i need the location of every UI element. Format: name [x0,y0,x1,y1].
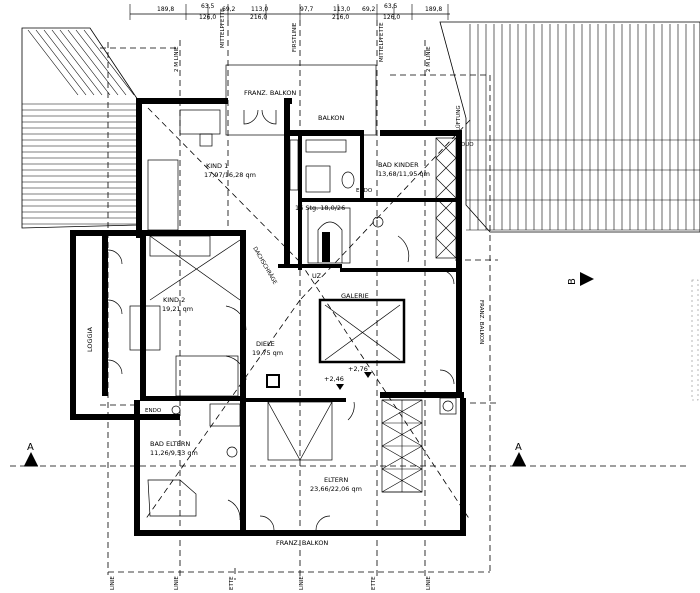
roof-left [21,27,139,229]
dim-sub-4: 126,0 [383,14,400,21]
label-franz-balkon-right: FRANZ. BALKON [478,300,484,344]
label-franz-balkon-top: FRANZ. BALKON [244,89,296,97]
roof-hatch-line [83,29,135,96]
label-endo-top: DUO [461,142,474,148]
dim-6: 113,0 [333,6,350,13]
label-bad-kinder: BAD KINDER [378,161,419,169]
roof-hatch-line [75,29,127,96]
margin-marks-right [691,279,699,401]
bottom-label-4: ETTE [371,576,377,590]
roof-hatch-line [43,29,95,96]
bottom-label-6: LINIE [174,576,180,590]
bottom-label-5: LINIE [426,576,432,590]
bottom-label-3: LINIE [299,576,305,590]
section-b-label: B [567,278,578,285]
label-kind2-area: 19,21 qm [162,305,193,313]
dim-3: 69,2 [222,6,236,13]
furniture [129,109,457,517]
roof-hatch-line [59,29,111,96]
label-elevation-2: +2,76 [348,365,368,373]
dim-sub-2: 216,0 [250,14,267,21]
label-bad-eltern-area: 11,26/9,53 qm [150,449,198,457]
level-marker-icon [336,384,344,390]
dim-4: 113,0 [251,6,268,13]
label-kind1-area: 17,97/16,28 qm [204,171,256,179]
label-franz-balkon-bottom: FRANZ. BALKON [276,539,328,547]
roof-hatch-line [67,29,119,96]
roof-hatch-line [35,29,87,96]
label-kind2: KIND 2 [163,296,185,304]
dim-2: 63,5 [201,3,215,10]
label-galerie: GALERIE [341,292,369,300]
label-balkon: BALKON [318,114,345,122]
section-marker-b: B [567,272,594,286]
label-dachschrage: DACHSCHRÄGE [251,246,278,287]
dim-sub-3: 216,0 [332,14,349,21]
label-bad-kinder-area: 13,68/11,95 qm [378,170,430,178]
section-marker-a-right: A [512,442,526,467]
label-2m-line-left: 2 M LINIE [174,46,180,72]
diagonals [144,107,471,521]
section-a-left-label: A [27,442,34,453]
wardrobe-grid-line [381,422,423,447]
shower-grid-line [435,137,457,159]
section-marker-a-left: A [24,442,38,467]
dimension-line-top: 189,8 63,5 69,2 113,0 97,7 113,0 69,2 63… [129,3,450,21]
label-uz: UZ [312,272,322,280]
label-firstlinie: FIRSTLINIE [292,22,298,52]
roof-right [439,21,700,233]
dim-5: 97,7 [300,6,314,13]
balkon-outline [225,64,377,136]
shower-grid-line [435,157,457,179]
label-diele: DIELE [256,340,275,348]
wardrobe-grid-line [381,468,423,493]
label-loggia: LOGGIA [86,327,94,352]
wardrobe-grid-line [381,399,423,424]
wardrobe-grid-line [381,445,423,470]
roof-hatch-line [51,29,103,96]
level-marker-icon-2 [364,372,372,378]
label-stair: 16 Stg. 18,0/26 [295,204,345,212]
label-2m-line-right: 2 M LINIE [426,46,432,72]
shower-grid-line [435,217,457,239]
door-swings [107,109,455,531]
label-mittelpfette-right: MITTELPFETTE [379,22,385,62]
dim-7: 69,2 [362,6,376,13]
dim-8: 63,5 [384,3,398,10]
label-elevation-1: +2,46 [324,375,344,383]
label-diele-area: 19,75 qm [252,349,283,357]
label-entluftung: ENTLÜFTUNG [455,105,462,142]
bottom-label-2: ETTE [229,576,235,590]
label-endo: ENDO [145,408,162,414]
label-mittelpfette-left: MITTELPFETTE [220,8,226,48]
stair [307,207,351,264]
dim-1: 189,8 [157,6,174,13]
shower-grid-line [435,177,457,199]
bottom-label-1: LINIE [110,576,116,590]
dim-sub-1: 126,0 [199,14,216,21]
label-eltern: ELTERN [324,476,348,484]
dim-9: 189,8 [425,6,442,13]
label-eltern-area: 23,66/22,06 qm [310,485,362,493]
roof-hatch-line [27,29,79,96]
shower-grid-line [435,237,457,259]
label-duo: ENDO [356,188,373,194]
section-a-right-label: A [515,442,522,453]
label-bad-eltern: BAD ELTERN [150,440,190,448]
shower-grid-line [435,197,457,219]
galerie-void [318,298,406,364]
walls [70,98,466,536]
label-kind1: KIND 1 [206,162,228,170]
